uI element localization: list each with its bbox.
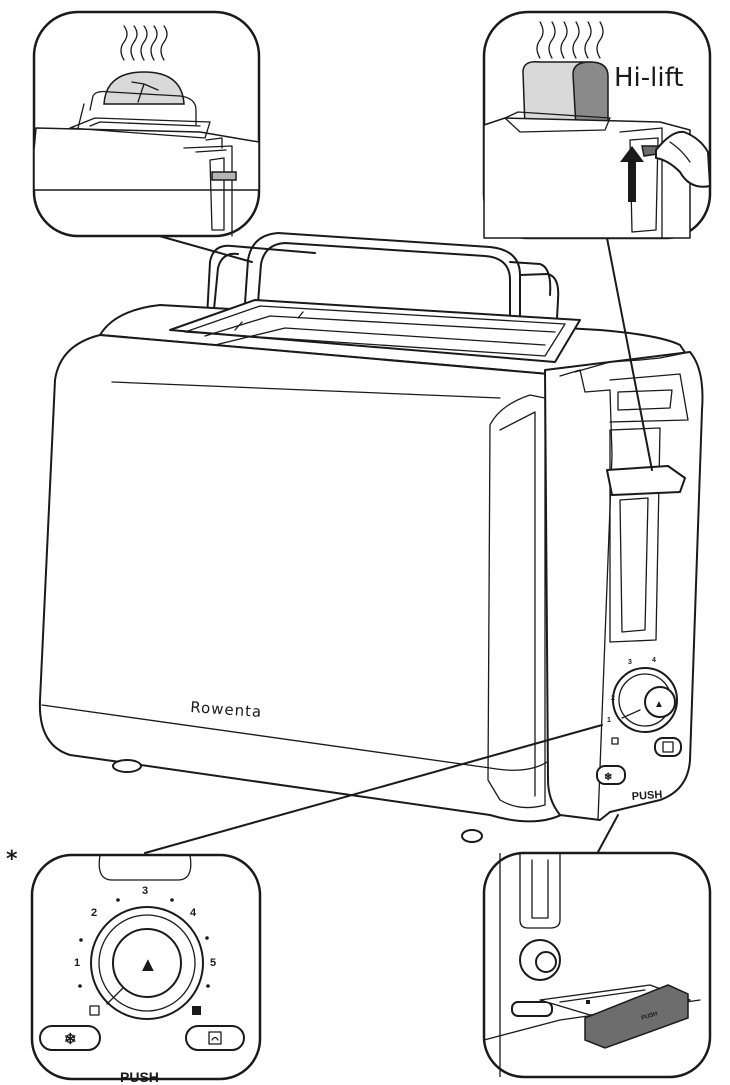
connector-crumb-tray	[597, 814, 619, 853]
dial-number-4: 4	[190, 907, 197, 919]
svg-text:2: 2	[611, 695, 615, 702]
steam-icon	[120, 25, 168, 61]
up-arrow-icon	[620, 146, 644, 202]
dial-number-1: 1	[74, 957, 80, 969]
snowflake-icon: ❄	[64, 1031, 77, 1048]
steam-icon	[536, 21, 604, 59]
light-shade-icon	[89, 1005, 100, 1016]
inset-crumb-tray: PUSH	[482, 851, 712, 1079]
bun-warmer-rack	[204, 232, 560, 357]
finger-icon	[655, 130, 711, 188]
inset-controls: ▲ 1 2 3 4 5 ❄ PUSH	[30, 853, 262, 1085]
svg-text:3: 3	[628, 659, 632, 666]
control-panel: ▲ 1 2 3 4 ❄ PUSH	[596, 657, 682, 803]
asterisk-mark: *	[6, 847, 18, 872]
connector-controls	[144, 724, 603, 854]
connector-hi-lift	[606, 237, 653, 471]
brand-logo: Rowenta	[190, 698, 263, 721]
push-label: PUSH	[631, 789, 662, 803]
svg-text:❄: ❄	[604, 772, 612, 783]
svg-text:4: 4	[652, 657, 656, 664]
dial-number-5: 5	[210, 957, 216, 969]
inset-bun-warmer	[32, 10, 261, 238]
defrost-button[interactable]	[39, 1025, 101, 1051]
tray-push-label: PUSH	[641, 1011, 659, 1022]
dial-number-3: 3	[142, 885, 148, 897]
dark-shade-icon	[192, 1006, 201, 1015]
toaster-body: Rowenta ▲ 1 2 3 4 ❄ PUSH	[38, 232, 704, 843]
dial-number-2: 2	[91, 907, 97, 919]
reheat-icon	[208, 1031, 222, 1045]
inset-hi-lift: Hi-lift	[482, 10, 712, 240]
svg-text:1: 1	[607, 717, 611, 724]
stop-icon[interactable]: ▲	[138, 954, 158, 976]
svg-text:▲: ▲	[654, 699, 664, 710]
browning-dial[interactable]: ▲	[90, 906, 204, 1020]
crumb-tray-handle[interactable]	[584, 984, 689, 1049]
hi-lift-label: Hi-lift	[614, 63, 684, 93]
push-label-crop: PUSH	[120, 1069, 159, 1085]
